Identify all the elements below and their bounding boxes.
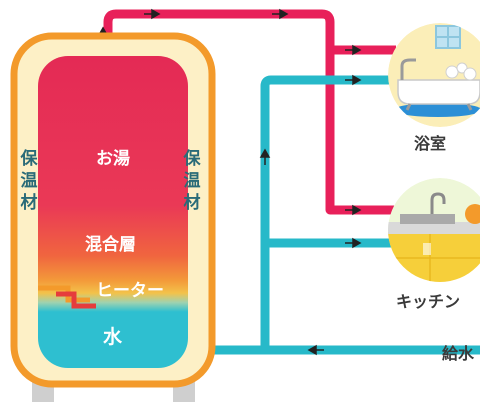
kitchen-label: キッチン: [396, 292, 461, 311]
cold-pipe-riser: [260, 75, 400, 350]
arrow-icon: [259, 148, 271, 165]
arrow-icon: [345, 237, 362, 249]
sink-icon: [400, 214, 455, 224]
hot-water-pipes: [103, 9, 396, 215]
insulation-label-left: 保 温 材: [20, 149, 38, 213]
heater-element: [38, 285, 96, 309]
arrow-icon: [345, 74, 362, 86]
hot-water-label: お湯: [96, 149, 130, 169]
bath-mat: [394, 103, 480, 117]
arrow-icon: [144, 8, 161, 20]
arrow-icon: [307, 344, 324, 356]
hot-pipe-main: [103, 9, 396, 215]
water-body: [38, 56, 188, 368]
bathroom-label: 浴室: [414, 134, 447, 153]
mixed-layer-label: 混合層: [85, 235, 136, 255]
kitchen-faucet-icon: [430, 192, 446, 214]
pot-icon: [465, 204, 480, 224]
insulation-label-right: 保 温 材: [183, 149, 201, 213]
kitchen-illustration: [388, 178, 480, 282]
storage-tank: [10, 32, 216, 402]
countertop: [388, 222, 480, 234]
water-label: 水: [103, 326, 123, 348]
arrow-icon: [345, 44, 362, 56]
faucet-icon: [400, 58, 416, 80]
arrow-icon: [345, 204, 362, 216]
heater-label: ヒーター: [96, 281, 164, 301]
cold-water-pipes: [185, 75, 480, 355]
arrow-icon: [272, 8, 289, 20]
bathroom-illustration: [388, 23, 480, 127]
water-supply-label: 給水: [442, 344, 475, 363]
